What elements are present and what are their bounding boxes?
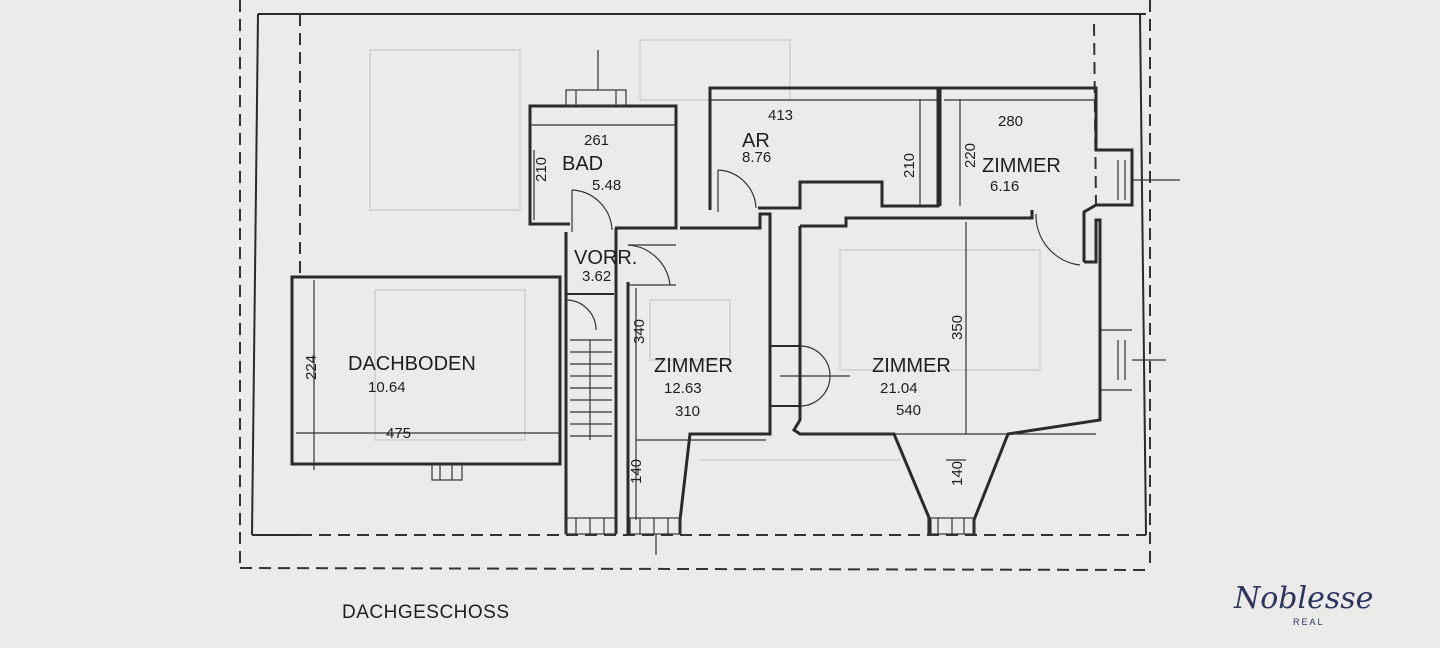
room-label-vorraum: VORR.	[574, 247, 637, 269]
dim-zimmer-mid-height: 340	[631, 319, 648, 344]
room-label-zimmer-big: ZIMMER	[872, 355, 951, 377]
roof-outline	[239, 0, 1151, 571]
room-area-ar: 8.76	[742, 149, 771, 166]
room-label-ar: AR	[742, 130, 770, 152]
staircase	[570, 339, 612, 440]
vorraum-and-stairs	[564, 228, 676, 535]
double-door	[770, 345, 850, 407]
dim-zimmer-mid-width: 310	[675, 403, 700, 420]
room-area-zimmer-mid: 12.63	[664, 380, 702, 397]
dim-ar-height: 210	[901, 153, 918, 178]
zimmer-small-room	[938, 86, 1180, 266]
dim-zimmer-big-height: 350	[949, 315, 966, 340]
room-label-zimmer-small: ZIMMER	[982, 155, 1061, 177]
dim-zimmer-mid-bay: 140	[628, 459, 645, 484]
logo-sub-text: REAL	[1293, 617, 1325, 627]
room-area-vorraum: 3.62	[582, 268, 611, 285]
noblesse-logo: Noblesse REAL	[1233, 581, 1373, 627]
room-area-zimmer-small: 6.16	[990, 178, 1019, 195]
dim-zimmer-small-height: 220	[962, 143, 979, 168]
logo-script-text: Noblesse	[1233, 581, 1373, 616]
zimmer-mid-room	[629, 212, 772, 555]
room-area-dachboden: 10.64	[368, 379, 406, 396]
ar-room	[708, 86, 940, 212]
dim-ar-width: 413	[768, 107, 793, 124]
dim-bad-width: 261	[584, 132, 609, 149]
dim-bad-height: 210	[533, 157, 550, 182]
plan-title: DACHGESCHOSS	[342, 602, 510, 623]
room-area-bad: 5.48	[592, 177, 621, 194]
dim-zimmer-big-bay: 140	[949, 461, 966, 486]
zimmer-big-room	[791, 210, 1166, 535]
dachboden-room	[290, 275, 562, 481]
room-area-zimmer-big: 21.04	[880, 380, 918, 397]
room-label-zimmer-mid: ZIMMER	[654, 355, 733, 377]
background-sketch	[369, 39, 1041, 461]
dim-dachboden-width: 475	[386, 425, 411, 442]
bad-room	[528, 50, 678, 232]
dim-zimmer-small-width: 280	[998, 113, 1023, 130]
room-label-bad: BAD	[562, 153, 603, 175]
dim-zimmer-big-width: 540	[896, 402, 921, 419]
room-label-dachboden: DACHBODEN	[348, 353, 476, 375]
dim-dachboden-height: 224	[303, 355, 320, 380]
